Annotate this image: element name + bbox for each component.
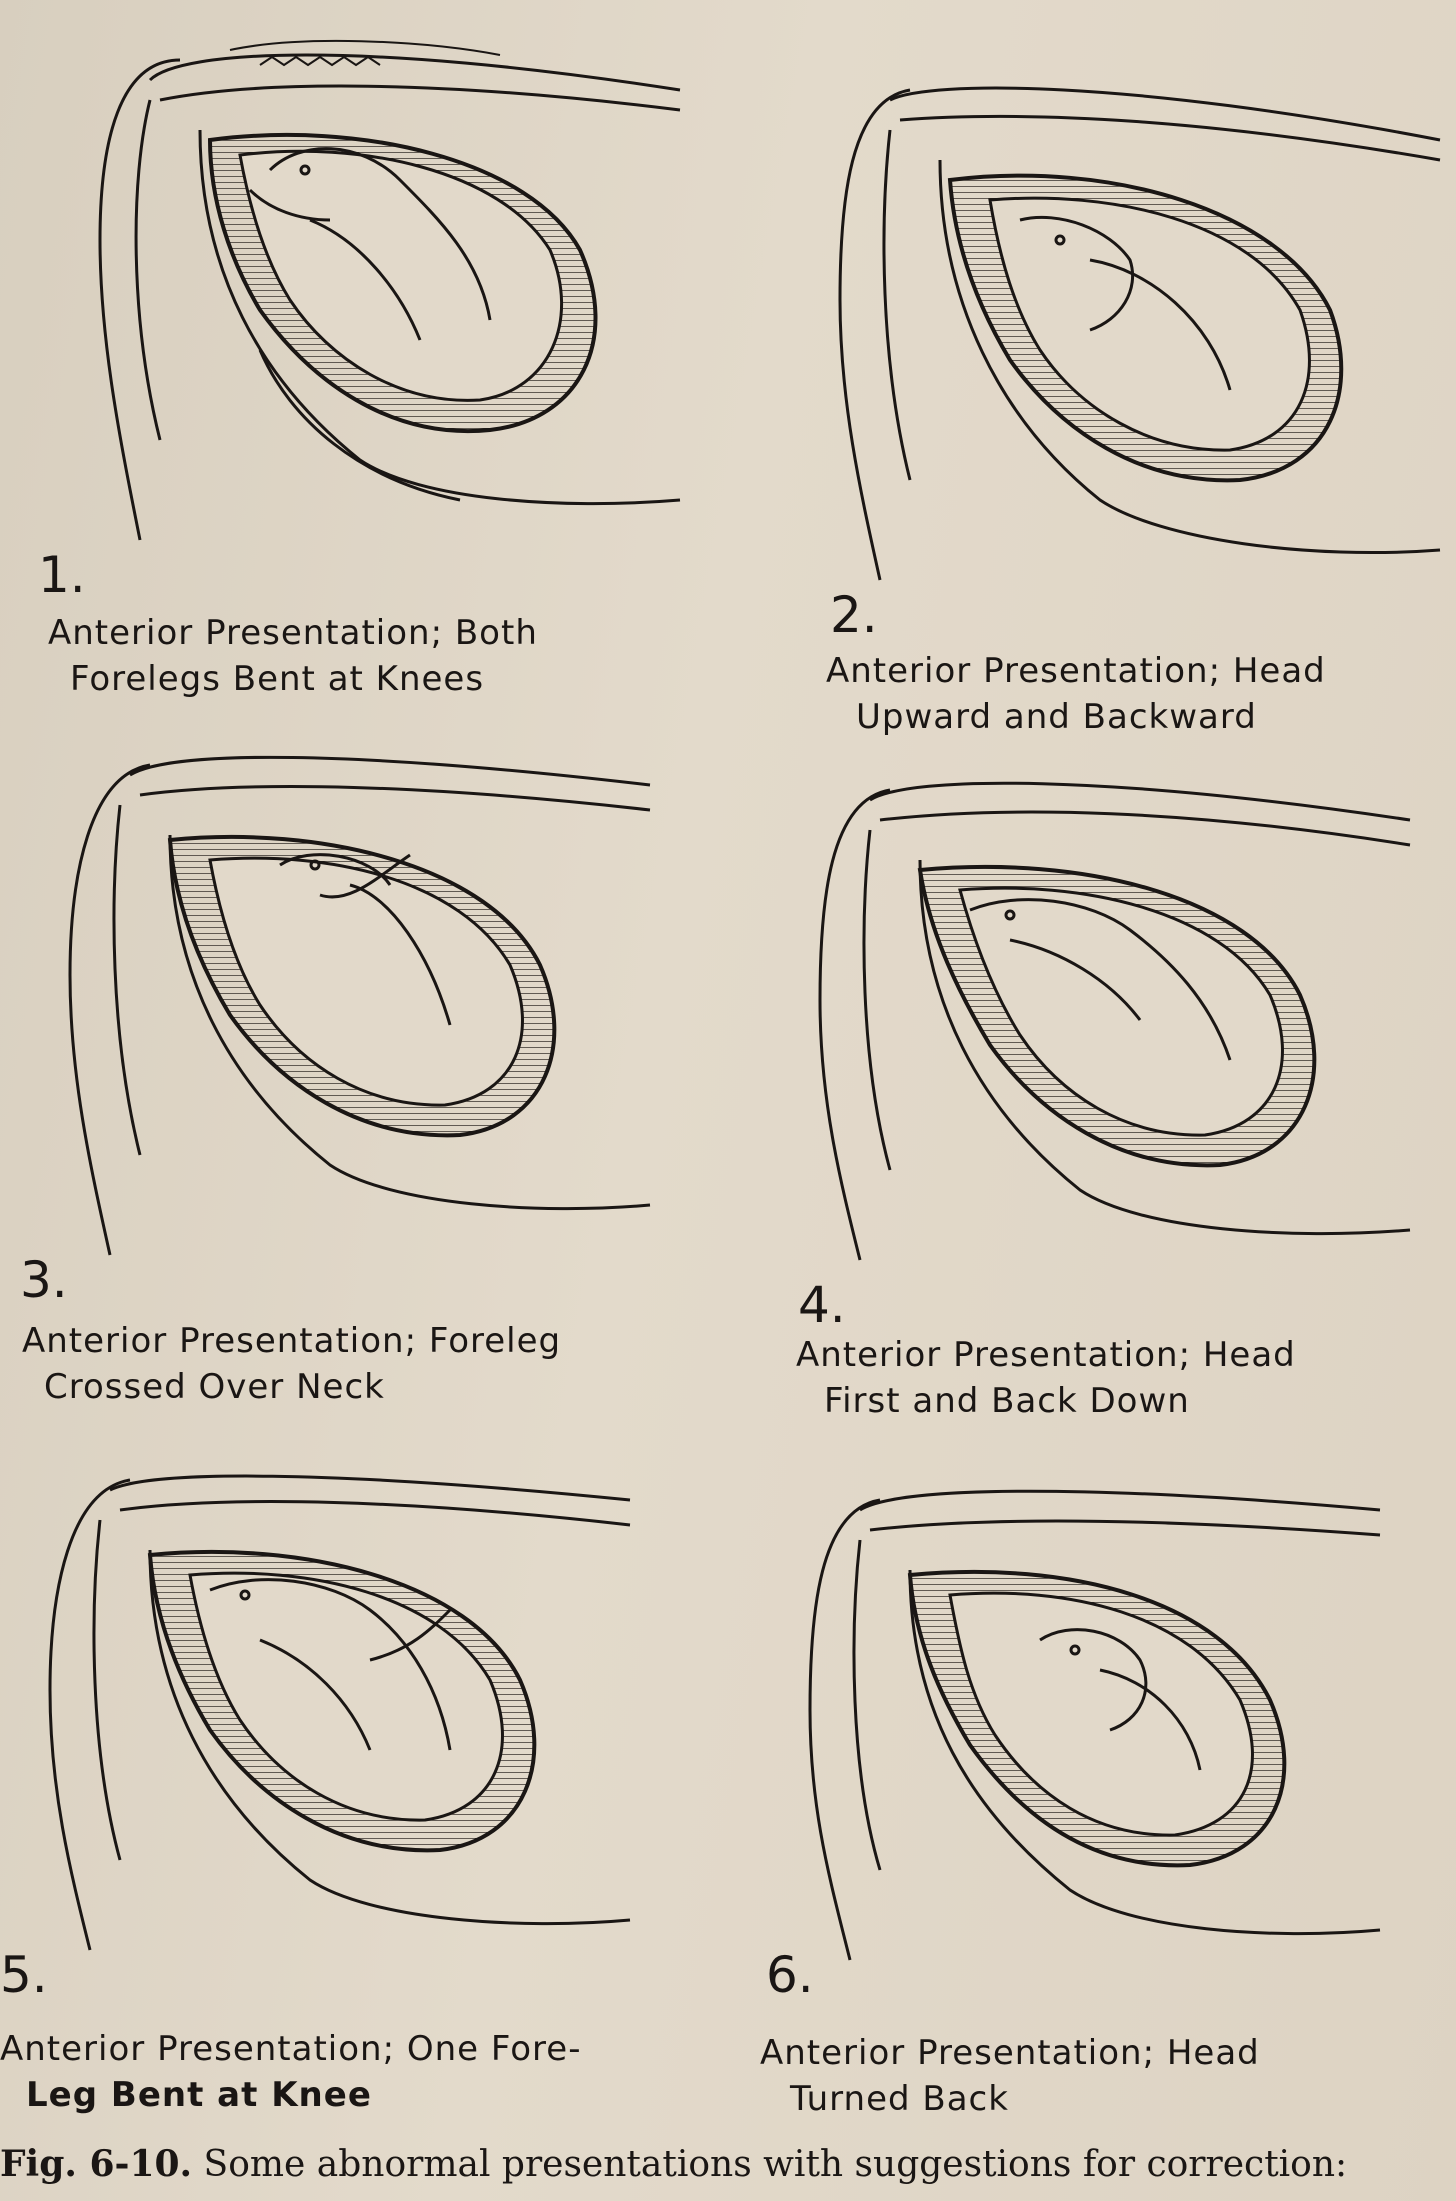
panel-number: 1. xyxy=(38,546,86,604)
panel-caption-1: Anterior Presentation; Both Forelegs Ben… xyxy=(48,610,538,702)
panel-caption-6: Anterior Presentation; Head Turned Back xyxy=(760,2030,1260,2122)
cow-illustration-6 xyxy=(808,1489,1381,1961)
panel-caption-line: Anterior Presentation; Head xyxy=(760,2033,1260,2073)
panel-caption-line: Anterior Presentation; Head xyxy=(796,1335,1296,1375)
panel-number: 2. xyxy=(830,586,878,644)
panel-caption-3: Anterior Presentation; Foreleg Crossed O… xyxy=(22,1318,561,1410)
diagram-panel-1: 1. xyxy=(38,20,700,600)
cow-illustration-3 xyxy=(68,755,651,1256)
panel-caption-line: Forelegs Bent at Knees xyxy=(70,659,485,699)
panel-caption-line: Anterior Presentation; Foreleg xyxy=(22,1321,562,1361)
panel-caption-line: Anterior Presentation; Both xyxy=(48,613,538,653)
panel-caption-2: Anterior Presentation; Head Upward and B… xyxy=(826,648,1326,740)
panel-caption-5: Anterior Presentation; One Fore- Leg Ben… xyxy=(0,2026,581,2118)
cow-illustration-5 xyxy=(48,1474,631,1951)
panel-caption-line: First and Back Down xyxy=(824,1381,1190,1421)
diagram-panel-6: 6. xyxy=(766,1470,1400,2000)
panel-caption-line: Upward and Backward xyxy=(856,697,1257,737)
panel-caption-line: Anterior Presentation; One Fore- xyxy=(0,2029,582,2069)
panel-number: 6. xyxy=(766,1946,814,2004)
diagram-panel-3: 3. xyxy=(20,735,670,1305)
panel-number: 4. xyxy=(798,1276,846,1334)
figure-caption: Fig. 6-10. Some abnormal presentations w… xyxy=(0,2140,1456,2189)
diagram-panel-2: 2. xyxy=(830,60,1450,640)
figure-caption-text: Some abnormal presentations with suggest… xyxy=(203,2144,1348,2185)
panel-caption-line: Turned Back xyxy=(790,2079,1009,2119)
cow-illustration-4 xyxy=(818,781,1411,1261)
diagram-panel-5: 5. xyxy=(0,1460,650,2000)
panel-caption-line: Crossed Over Neck xyxy=(44,1367,385,1407)
figure-label: Fig. 6-10. xyxy=(0,2143,193,2185)
panel-caption-4: Anterior Presentation; Head First and Ba… xyxy=(796,1332,1296,1424)
panel-number: 3. xyxy=(20,1251,68,1309)
panel-caption-line: Leg Bent at Knee xyxy=(26,2075,372,2115)
cow-illustration-1 xyxy=(98,39,681,541)
panel-number: 5. xyxy=(0,1946,48,2004)
diagram-panel-4: 4. xyxy=(798,760,1430,1330)
panel-caption-line: Anterior Presentation; Head xyxy=(826,651,1326,691)
cow-illustration-2 xyxy=(838,86,1441,581)
